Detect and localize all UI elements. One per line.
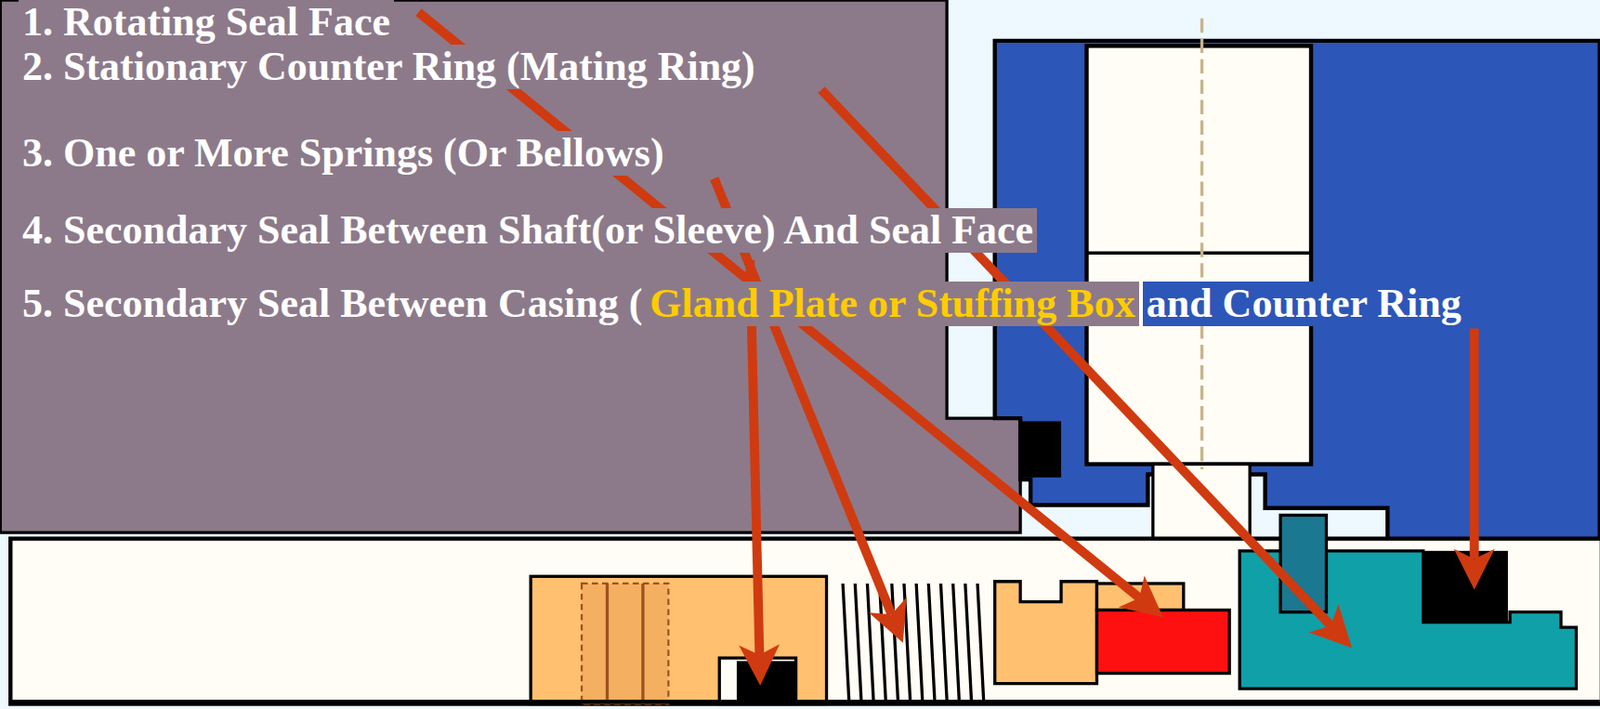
leader-lines: [418, 12, 1495, 686]
set-screw-line: [641, 583, 644, 705]
callout-label: 5. Secondary Seal Between Casing (: [18, 281, 646, 327]
face-holder: [995, 581, 1098, 684]
arrowhead: [868, 597, 907, 643]
arrowhead: [1118, 575, 1164, 617]
callout-label: 4. Secondary Seal Between Shaft(or Sleev…: [18, 208, 1037, 253]
gland-plate: [995, 40, 1600, 617]
collar: [530, 576, 827, 704]
center-line: [1200, 18, 1204, 470]
set-screw-line: [605, 583, 609, 705]
leader-line: [821, 90, 1331, 627]
set-screw: [581, 583, 669, 705]
casing: [0, 0, 1021, 533]
arrowhead: [738, 643, 780, 685]
sleeve-line: [10, 699, 1600, 704]
callout-label: 1. Rotating Seal Face: [18, 0, 394, 45]
leader-line: [1469, 328, 1480, 560]
shaft: [10, 538, 1600, 705]
springs: [842, 583, 984, 700]
callout-label: and Counter Ring: [1142, 281, 1466, 327]
callout-label: 2. Stationary Counter Ring (Mating Ring): [18, 44, 760, 90]
callout-label: Gland Plate or Stuffing Box: [645, 281, 1139, 327]
callout-label: 3. One or More Springs (Or Bellows): [18, 131, 669, 176]
rotating-face: [1096, 610, 1230, 674]
arrowhead: [1454, 549, 1496, 591]
gasket: [1020, 420, 1062, 477]
arrowhead: [1309, 603, 1352, 648]
bolt-line: [1086, 251, 1312, 255]
